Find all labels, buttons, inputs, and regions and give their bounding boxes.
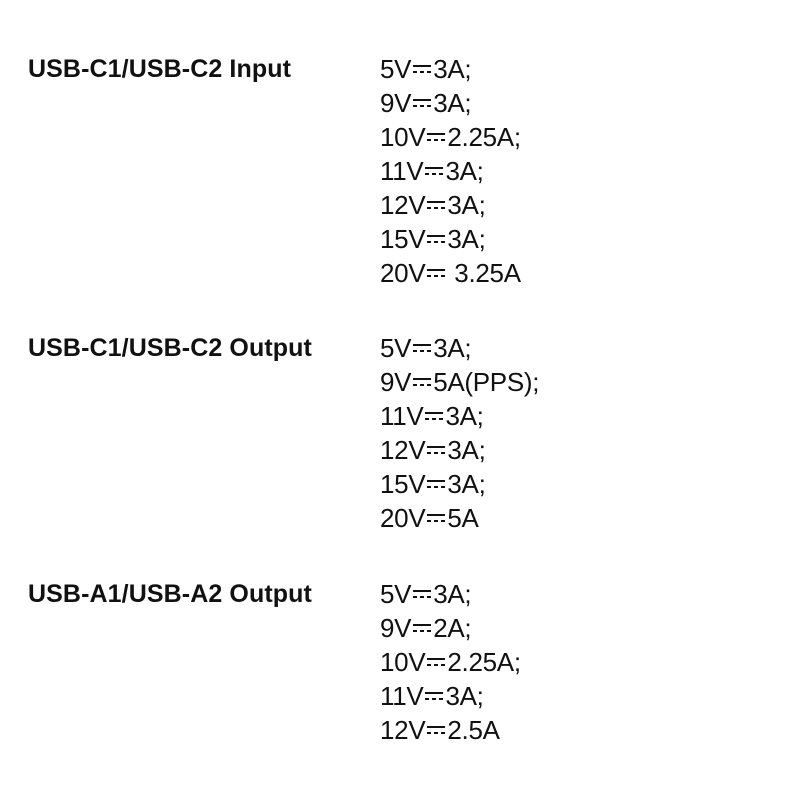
direct-current-icon [413, 86, 432, 120]
current: 5A(PPS); [433, 367, 540, 397]
value-line: 9V 2A; [380, 611, 521, 645]
voltage: 20V [380, 503, 426, 533]
value-line: 10V 2.25A; [380, 120, 521, 154]
direct-current-icon [425, 399, 444, 433]
current: 3A; [447, 435, 486, 465]
current: 3A; [445, 156, 484, 186]
value-line: 20V 3.25A [380, 256, 521, 290]
current: 3A; [433, 88, 472, 118]
current: 2A; [433, 613, 472, 643]
value-line: 5V 3A; [380, 577, 521, 611]
voltage: 11V [380, 681, 424, 711]
direct-current-icon [427, 256, 446, 290]
voltage: 11V [380, 156, 424, 186]
current: 3A; [447, 469, 486, 499]
value-list: 5V 3A; 9V 5A(PPS); 11V 3A; 12V 3A; 15V 3A; 20… [380, 331, 539, 535]
voltage: 11V [380, 401, 424, 431]
direct-current-icon [425, 679, 444, 713]
direct-current-icon [427, 713, 446, 747]
voltage: 9V [380, 88, 412, 118]
group-label: USB-A1/USB-A2 Output [28, 580, 312, 608]
current: 3A; [433, 579, 472, 609]
direct-current-icon [427, 188, 446, 222]
voltage: 15V [380, 224, 426, 254]
direct-current-icon [413, 365, 432, 399]
value-line: 12V 2.5A [380, 713, 521, 747]
current: 5A [447, 503, 479, 533]
current: 2.25A; [447, 647, 521, 677]
value-line: 11V 3A; [380, 154, 521, 188]
direct-current-icon [427, 645, 446, 679]
value-line: 9V 5A(PPS); [380, 365, 539, 399]
direct-current-icon [413, 611, 432, 645]
current: 3A; [445, 401, 484, 431]
value-list: 5V 3A; 9V 2A; 10V 2.25A; 11V 3A; 12V 2.5A [380, 577, 521, 747]
direct-current-icon [427, 501, 446, 535]
value-line: 15V 3A; [380, 222, 521, 256]
current: 3A; [433, 333, 472, 363]
direct-current-icon [427, 433, 446, 467]
value-line: 5V 3A; [380, 331, 539, 365]
voltage: 12V [380, 190, 426, 220]
voltage: 10V [380, 122, 426, 152]
current: 3A; [447, 224, 486, 254]
value-line: 20V 5A [380, 501, 539, 535]
current: 3.25A [447, 258, 521, 288]
direct-current-icon [413, 577, 432, 611]
direct-current-icon [427, 467, 446, 501]
voltage: 9V [380, 613, 412, 643]
direct-current-icon [413, 52, 432, 86]
voltage: 5V [380, 54, 412, 84]
voltage: 15V [380, 469, 426, 499]
group-label: USB-C1/USB-C2 Input [28, 55, 292, 83]
current: 2.5A [447, 715, 500, 745]
value-line: 15V 3A; [380, 467, 539, 501]
current: 3A; [433, 54, 472, 84]
direct-current-icon [425, 154, 444, 188]
current: 2.25A; [447, 122, 521, 152]
voltage: 12V [380, 715, 426, 745]
voltage: 9V [380, 367, 412, 397]
group-label: USB-C1/USB-C2 Output [28, 334, 312, 362]
value-line: 11V 3A; [380, 679, 521, 713]
value-line: 10V 2.25A; [380, 645, 521, 679]
current: 3A; [447, 190, 486, 220]
voltage: 20V [380, 258, 426, 288]
value-line: 12V 3A; [380, 188, 521, 222]
direct-current-icon [427, 120, 446, 154]
voltage: 12V [380, 435, 426, 465]
current: 3A; [445, 681, 484, 711]
value-list: 5V 3A; 9V 3A; 10V 2.25A; 11V 3A; 12V 3A; 15V 3… [380, 52, 521, 290]
voltage: 10V [380, 647, 426, 677]
direct-current-icon [427, 222, 446, 256]
voltage: 5V [380, 579, 412, 609]
value-line: 9V 3A; [380, 86, 521, 120]
value-line: 5V 3A; [380, 52, 521, 86]
value-line: 12V 3A; [380, 433, 539, 467]
value-line: 11V 3A; [380, 399, 539, 433]
voltage: 5V [380, 333, 412, 363]
direct-current-icon [413, 331, 432, 365]
